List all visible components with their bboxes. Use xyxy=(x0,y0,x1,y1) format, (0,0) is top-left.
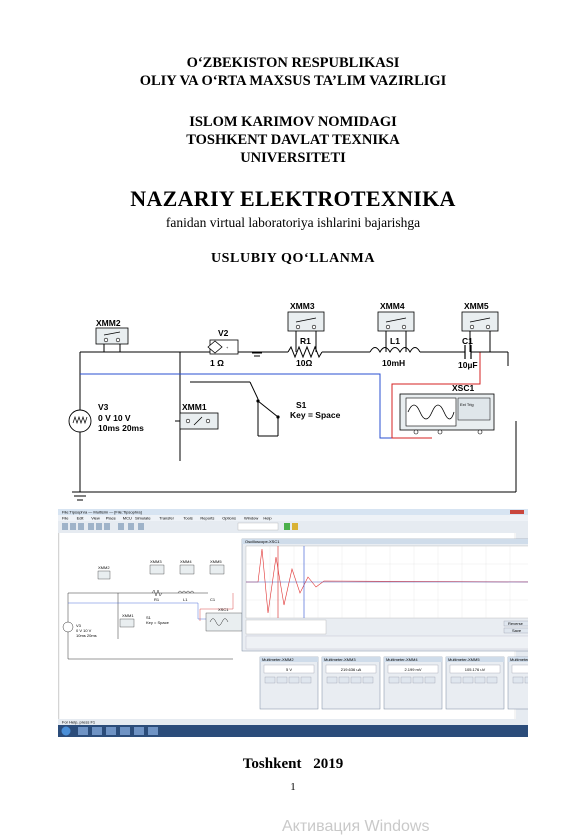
xmm3-label: XMM3 xyxy=(290,301,315,311)
university-line-1: ISLOM KARIMOV NOMIDAGI xyxy=(189,114,397,130)
republic-heading: O‘ZBEKISTON RESPUBLIKASI xyxy=(186,55,400,71)
svg-text:XMM4: XMM4 xyxy=(180,559,192,564)
multimeter-value: 5 V xyxy=(286,667,292,672)
multimeter-title: Multimeter-XMM5 xyxy=(448,657,480,662)
svg-text:XMM5: XMM5 xyxy=(210,559,222,564)
ministry-heading: OLIY VA O‘RTA MAXSUS TA’LIM VAZIRLIGI xyxy=(139,73,447,89)
xmm2-label: XMM2 xyxy=(96,318,121,328)
university-line-3: UNIVERSITETI xyxy=(240,150,346,166)
v3-label: V3 xyxy=(98,402,109,412)
s1-key: Key = Space xyxy=(290,410,341,420)
c1-value: 10µF xyxy=(458,360,478,370)
scope-window-title: Oscilloscope-XSC1 xyxy=(245,539,280,544)
menu-item-help[interactable]: Help xyxy=(263,516,272,521)
menu-item-place[interactable]: Place xyxy=(106,516,117,521)
menu-item-view[interactable]: View xyxy=(91,516,100,521)
svg-text:10ms 20ms: 10ms 20ms xyxy=(76,633,97,638)
scope-ext-trig: Ext Trig xyxy=(460,402,474,407)
multimeter-panel[interactable]: Multimeter-XMM14.999 V xyxy=(507,656,528,710)
r1-label: R1 xyxy=(300,336,311,346)
oscilloscope-window: Oscilloscope-XSC1 Reverse Save xyxy=(241,538,528,652)
circuit-schematic: XMM2 XMM3 XMM4 XMM5 + V2 1 Ω R1 10Ω L1 1… xyxy=(68,301,517,501)
document-title: NAZARIY ELEKTROTEXNIKA xyxy=(130,186,456,211)
multimeter-title: Multimeter-XMM2 xyxy=(262,657,294,662)
menu-item-edit[interactable]: Edit xyxy=(77,516,85,521)
university-line-2: TOSHKENT DAVLAT TEXNIKA xyxy=(186,132,400,148)
xmm1-meter xyxy=(179,412,219,430)
xmm5-meter xyxy=(461,311,499,332)
r1-value: 10Ω xyxy=(296,358,312,368)
city-year: Toshkent 2019 xyxy=(242,756,344,772)
svg-text:XMM1: XMM1 xyxy=(122,613,134,618)
multimeter-panel[interactable]: Multimeter-XMM2 5 V xyxy=(259,656,319,710)
l1-label: L1 xyxy=(390,336,400,346)
v3-line1: 0 V 10 V xyxy=(98,413,131,423)
s1-label: S1 xyxy=(296,400,307,410)
svg-text:R1: R1 xyxy=(154,597,160,602)
v2-label: V2 xyxy=(218,328,229,338)
xsc1-label: XSC1 xyxy=(452,383,474,393)
svg-text:XSC1: XSC1 xyxy=(218,607,229,612)
multimeter-value: 105.176 uV xyxy=(465,667,486,672)
multimeter-value: 219.636 uA xyxy=(341,667,362,672)
xmm4-meter xyxy=(377,311,415,332)
multimeter-title: Multimeter-XMM4 xyxy=(386,657,418,662)
v2-value: 1 Ω xyxy=(210,358,224,368)
multimeter-title: Multimeter-XMM3 xyxy=(324,657,356,662)
menu-item-file[interactable]: File xyxy=(62,516,69,521)
r1-resistor xyxy=(287,345,323,359)
document-type: USLUBIY QO‘LLANMA xyxy=(210,251,376,266)
menu-item-options[interactable]: Options xyxy=(222,516,236,521)
svg-text:V3: V3 xyxy=(76,623,82,628)
windows-activation-watermark: Активация Windows xyxy=(282,818,430,835)
page-number: 1 xyxy=(290,781,296,793)
svg-text:0 V 10 V: 0 V 10 V xyxy=(76,628,92,633)
document-subtitle: fanidan virtual laboratoriya ishlarini b… xyxy=(165,215,421,230)
v3-source xyxy=(68,409,92,433)
xmm5-label: XMM5 xyxy=(464,301,489,311)
xmm4-label: XMM4 xyxy=(380,301,405,311)
xmm1-label: XMM1 xyxy=(182,402,207,412)
menu-item-tools[interactable]: Tools xyxy=(183,516,192,521)
svg-text:S1: S1 xyxy=(146,615,152,620)
menu-item-transfer[interactable]: Transfer xyxy=(159,516,174,521)
scope-save-button[interactable]: Save xyxy=(512,628,522,633)
v2-source: + xyxy=(207,339,239,355)
multimeter-panel[interactable]: Multimeter-XMM4 2.199 mV xyxy=(383,656,443,710)
menu-item-mcu[interactable]: MCU xyxy=(123,516,132,521)
menu-item-reports[interactable]: Reports xyxy=(200,516,214,521)
xmm2-meter xyxy=(95,327,129,345)
l1-value: 10mH xyxy=(382,358,405,368)
multimeter-title: Multimeter-XMM1 xyxy=(510,657,528,662)
status-bar: For Help, press F1 xyxy=(62,720,96,725)
multimeter-panels: Multimeter-XMM2 5 V Multimeter-XMM3 219.636… xyxy=(259,656,528,710)
v3-line2: 10ms 20ms xyxy=(98,423,144,433)
svg-text:XMM2: XMM2 xyxy=(98,565,110,570)
xsc1-oscilloscope xyxy=(399,393,495,435)
svg-text:XMM3: XMM3 xyxy=(150,559,162,564)
multisim-screenshot: File:Tipsophra — Multisim — [File:Tipsop… xyxy=(58,509,528,737)
svg-text:C1: C1 xyxy=(210,597,216,602)
scope-reverse-button[interactable]: Reverse xyxy=(508,621,524,626)
menu-item-window[interactable]: Window xyxy=(244,516,258,521)
svg-text:+: + xyxy=(226,345,229,350)
multimeter-value: 2.199 mV xyxy=(404,667,421,672)
l1-inductor xyxy=(369,347,421,354)
svg-text:L1: L1 xyxy=(183,597,188,602)
xmm3-meter xyxy=(287,311,325,332)
multimeter-panel[interactable]: Multimeter-XMM3 219.636 uA xyxy=(321,656,381,710)
multimeter-panel[interactable]: Multimeter-XMM5 105.176 uV xyxy=(445,656,505,710)
svg-text:Key = Space: Key = Space xyxy=(146,620,170,625)
window-title: File:Tipsophra — Multisim — [File:Tipsop… xyxy=(62,510,142,515)
menu-item-simulate[interactable]: Simulate xyxy=(135,516,151,521)
c1-label: C1 xyxy=(462,336,473,346)
